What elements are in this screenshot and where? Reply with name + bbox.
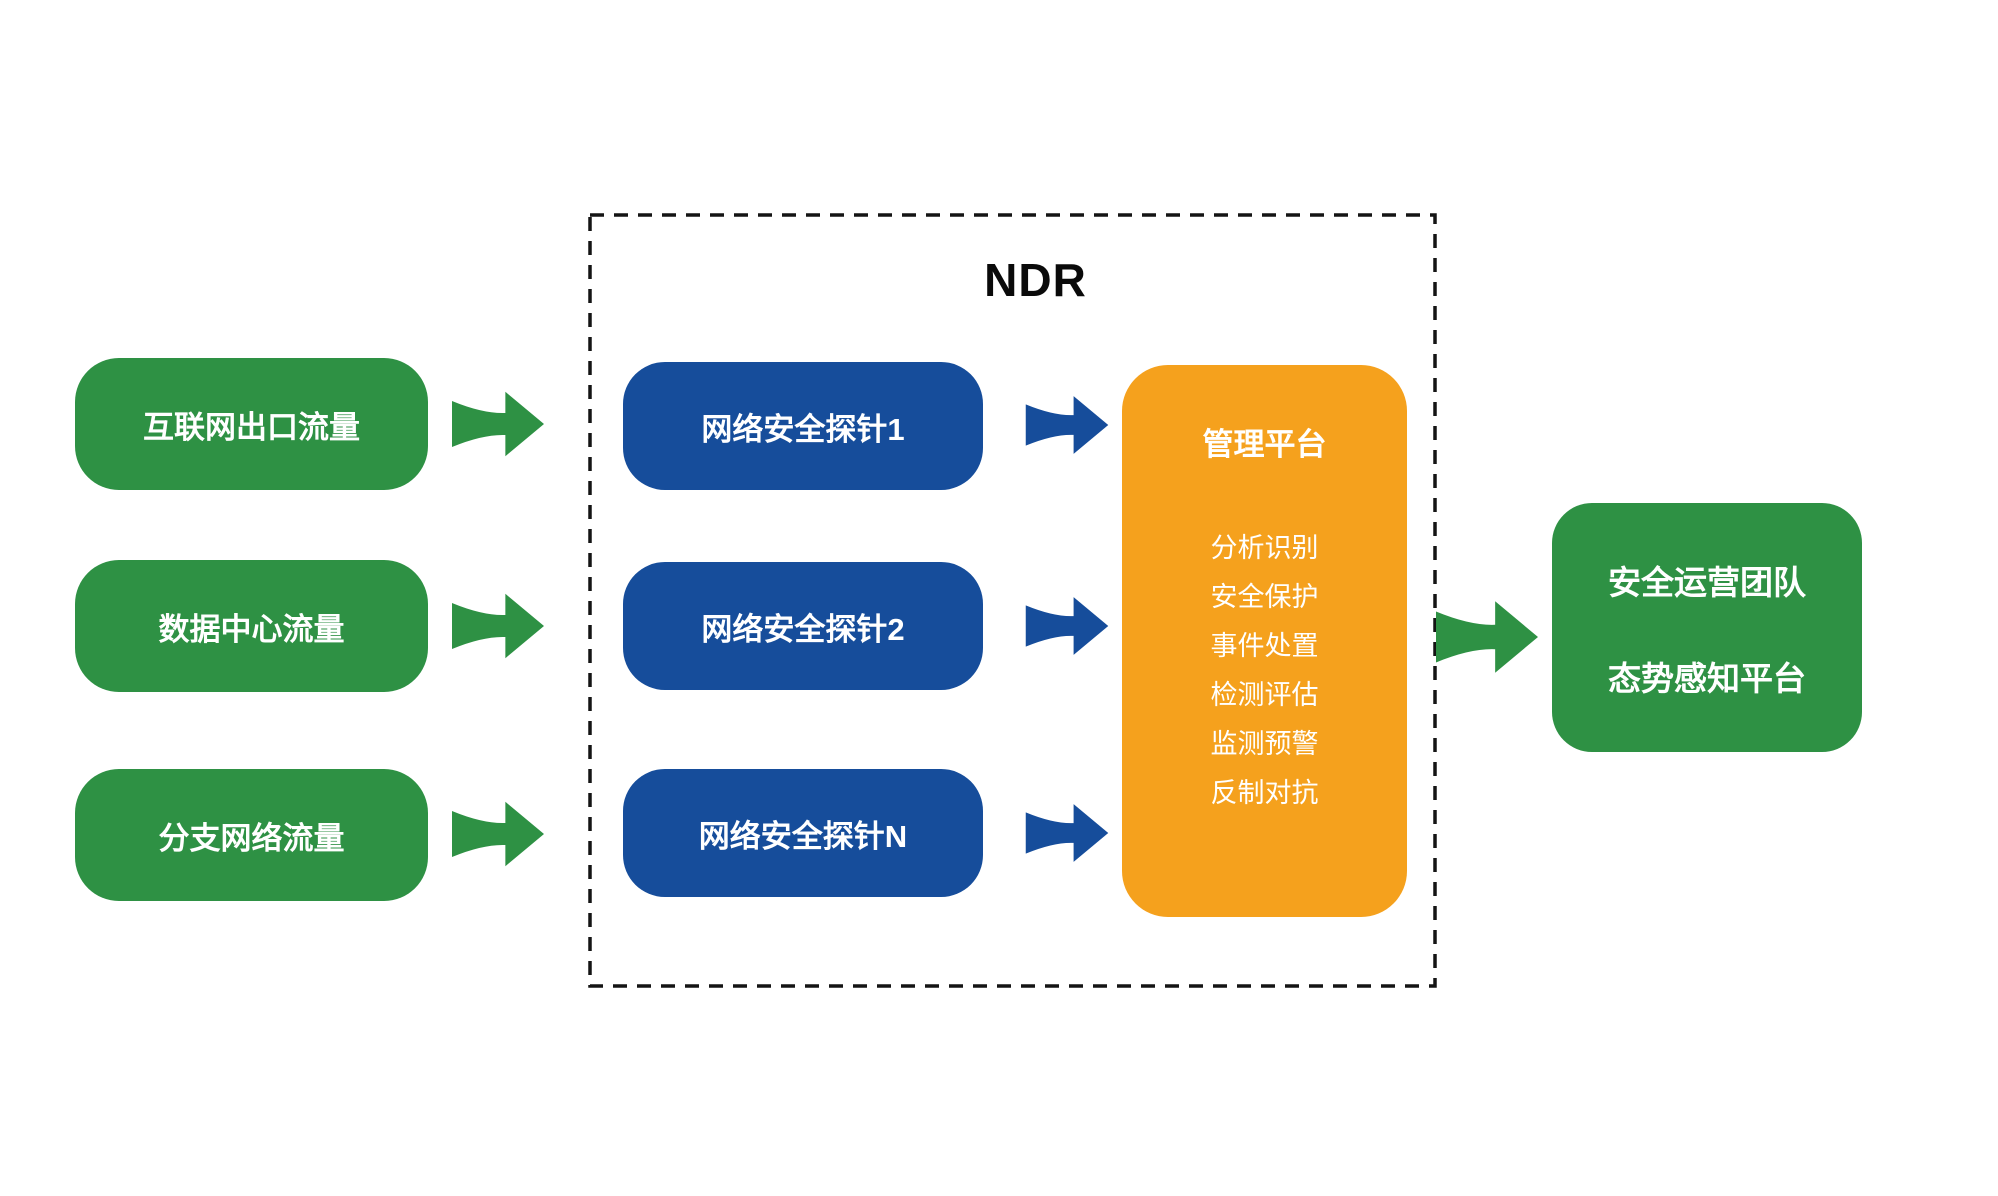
output-line-1: 安全运营团队	[1608, 563, 1806, 601]
platform-function: 分析识别	[1210, 533, 1319, 563]
flow-arrow-icon	[452, 801, 544, 867]
flow-arrow-icon	[1025, 804, 1109, 862]
probe-box-1: 网络安全探针1	[623, 362, 983, 490]
source-label: 分支网络流量	[158, 820, 345, 856]
flow-arrow-icon	[452, 391, 544, 457]
source-label: 互联网出口流量	[143, 409, 360, 445]
output-line-2: 态势感知平台	[1608, 659, 1806, 697]
platform-function: 监测预警	[1210, 729, 1319, 759]
platform-function: 事件处置	[1210, 631, 1319, 661]
probe-label: 网络安全探针N	[698, 818, 908, 854]
ndr-dashed-region: NDR	[588, 213, 1437, 988]
probe-label: 网络安全探针1	[701, 411, 905, 447]
platform-function: 安全保护	[1210, 582, 1319, 612]
platform-function: 反制对抗	[1210, 778, 1319, 808]
flow-arrow-icon	[1025, 597, 1109, 655]
flow-arrow-icon	[452, 593, 544, 659]
probe-label: 网络安全探针2	[701, 611, 905, 647]
source-box-datacenter-traffic: 数据中心流量	[75, 560, 428, 692]
source-label: 数据中心流量	[158, 611, 345, 647]
source-box-branch-network-traffic: 分支网络流量	[75, 769, 428, 901]
flow-arrow-icon	[1436, 601, 1538, 673]
ndr-region-title: NDR	[984, 254, 1087, 306]
management-platform-box: 管理平台 分析识别 安全保护 事件处置 检测评估 监测预警 反制对抗	[1122, 365, 1407, 917]
platform-function: 检测评估	[1210, 680, 1319, 710]
probe-box-n: 网络安全探针N	[623, 769, 983, 897]
flow-arrow-icon	[1025, 396, 1109, 454]
dashed-border	[588, 213, 1437, 988]
probe-box-2: 网络安全探针2	[623, 562, 983, 690]
platform-title: 管理平台	[1202, 427, 1327, 462]
source-box-internet-egress-traffic: 互联网出口流量	[75, 358, 428, 490]
platform-function-list: 分析识别 安全保护 事件处置 检测评估 监测预警 反制对抗	[1122, 524, 1407, 818]
output-box-security-operations: 安全运营团队 态势感知平台	[1552, 503, 1862, 752]
